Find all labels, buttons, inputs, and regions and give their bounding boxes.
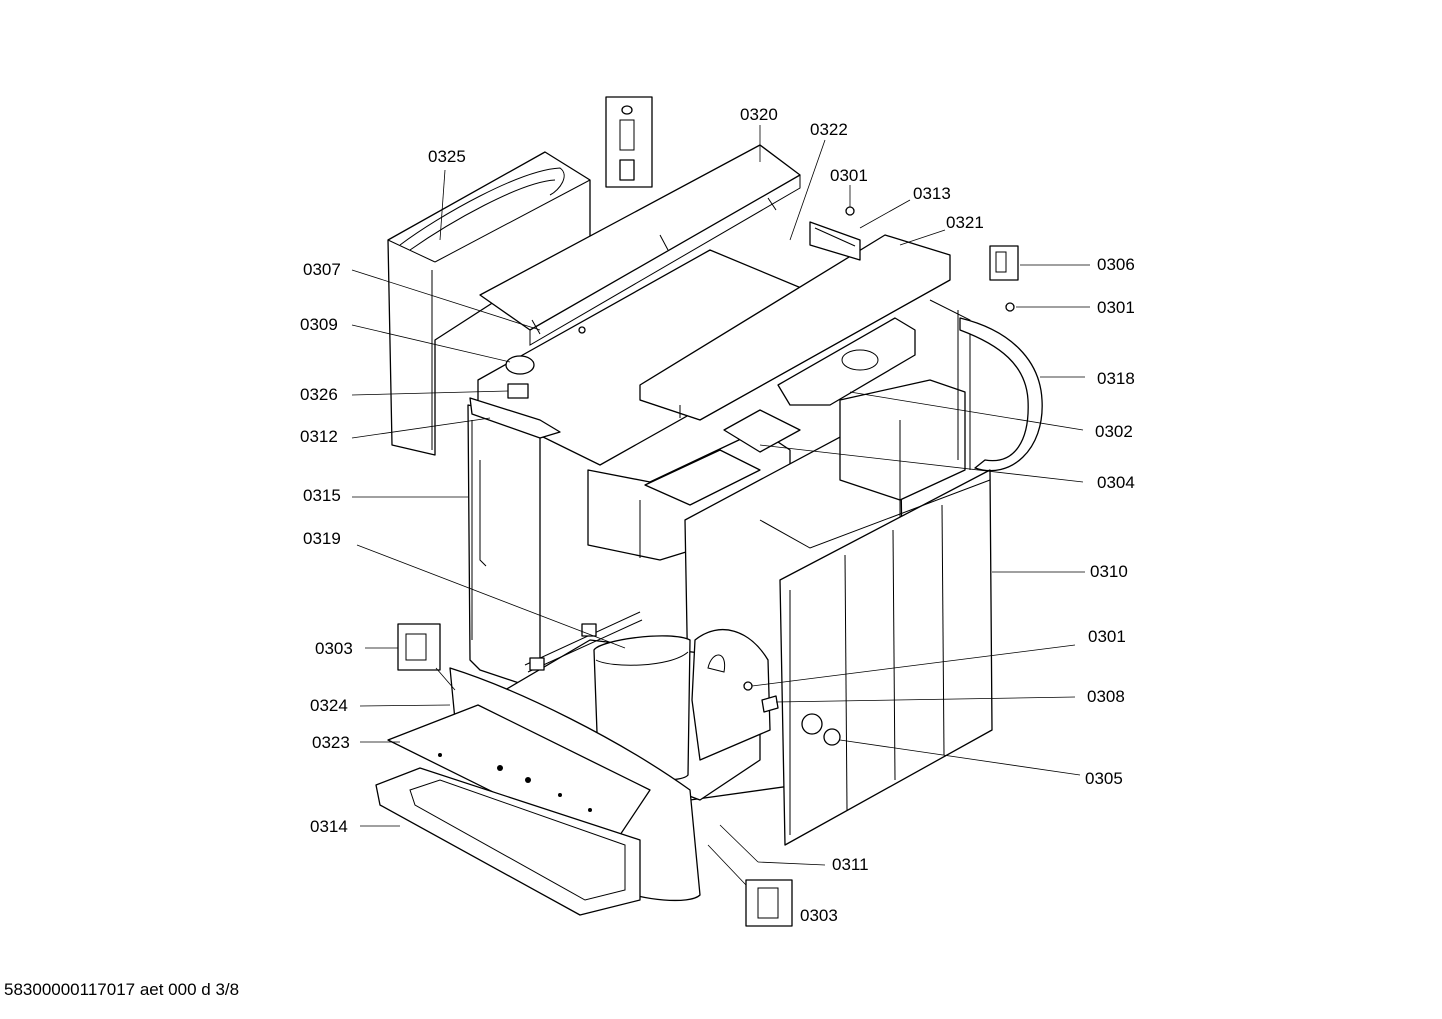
label-0309: 0309 (300, 315, 338, 334)
switch-0306 (989, 245, 1019, 281)
knob-0305 (801, 713, 841, 746)
label-0324: 0324 (310, 696, 348, 715)
seal-0312 (469, 397, 561, 439)
label-0302: 0302 (1095, 422, 1133, 441)
cap-0309 (505, 355, 535, 375)
label-0315: 0315 (303, 486, 341, 505)
label-0305: 0305 (1085, 769, 1123, 788)
label-0303-bottom: 0303 (800, 906, 838, 925)
label-0314: 0314 (310, 817, 348, 836)
label-0311: 0311 (832, 855, 869, 874)
plate-0321 (639, 234, 951, 421)
cover-0304 (644, 409, 801, 506)
label-0307: 0307 (303, 260, 341, 279)
screw-0307 (578, 326, 586, 334)
part-labels: 0325 0320 0322 0301 0313 0321 0306 0301 … (300, 105, 1135, 925)
screw-0301-lower (743, 681, 753, 691)
side-panel-0310 (759, 469, 993, 846)
tray-0302 (777, 317, 916, 406)
label-0312: 0312 (300, 427, 338, 446)
label-0304: 0304 (1097, 473, 1135, 492)
label-0321: 0321 (946, 213, 984, 232)
hose-0318 (959, 317, 1043, 472)
drip-tray-0314 (375, 767, 641, 916)
label-0306: 0306 (1097, 255, 1135, 274)
vent-slots (853, 87, 889, 120)
clip-inset-0303-bottom (745, 879, 793, 927)
label-0319: 0319 (303, 529, 341, 548)
label-0301-lower: 0301 (1088, 627, 1126, 646)
label-0303-left: 0303 (315, 639, 353, 658)
screw-0301-mid (1005, 302, 1015, 312)
clip-inset-0303-left (397, 623, 441, 671)
label-0323: 0323 (312, 733, 350, 752)
label-0308: 0308 (1087, 687, 1125, 706)
label-0325: 0325 (428, 147, 466, 166)
valve-inset-box (605, 96, 653, 188)
document-footer-code: 58300000117017 aet 000 d 3/8 (4, 980, 240, 999)
bracket-0313 (809, 221, 861, 261)
label-0320: 0320 (740, 105, 778, 124)
housing-back-panel (467, 404, 541, 691)
valve-0308 (761, 695, 779, 713)
label-0310: 0310 (1090, 562, 1128, 581)
label-0313: 0313 (913, 184, 951, 203)
block-0326 (507, 383, 529, 399)
label-0318: 0318 (1097, 369, 1135, 388)
control-bracket (691, 629, 771, 761)
lid-0320 (479, 144, 801, 346)
label-0301-mid: 0301 (1097, 298, 1135, 317)
screw-0301-top (845, 206, 855, 216)
label-0326: 0326 (300, 385, 338, 404)
label-0301-top: 0301 (830, 166, 868, 185)
leader-lines (351, 125, 1090, 886)
label-0322: 0322 (810, 120, 848, 139)
